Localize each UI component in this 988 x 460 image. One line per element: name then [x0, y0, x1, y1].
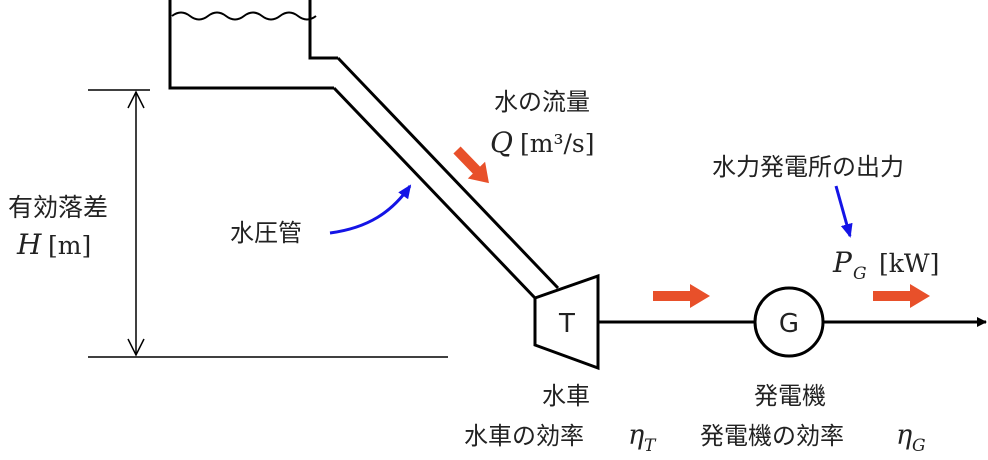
flow-unit: [m³/s]	[520, 129, 595, 158]
turbine-efficiency: 水車の効率 η T	[464, 420, 657, 456]
penstock-pointer-arrow	[329, 184, 412, 235]
turbine-efficiency-symbol: η	[628, 420, 644, 451]
head-arrow-up	[127, 90, 145, 109]
flow-direction-arrow	[453, 146, 489, 184]
turbine-symbol: T	[558, 309, 575, 339]
output-symbol-group: P G [kW]	[832, 246, 939, 284]
penstock-lower-wall	[332, 86, 537, 300]
head-dimension	[88, 89, 448, 358]
generator-efficiency-sub: G	[912, 436, 926, 456]
head-symbol-group: H [m]	[16, 228, 91, 261]
flow-symbol-group: Q [m³/s]	[490, 126, 595, 159]
water-surface-wave	[171, 11, 317, 21]
penstock-label: 水圧管	[230, 219, 302, 247]
turbine-efficiency-sub: T	[644, 436, 657, 456]
output-label: 水力発電所の出力	[712, 153, 904, 181]
power-arrow-turbine-to-generator	[653, 284, 710, 308]
generator-efficiency-symbol: η	[896, 420, 912, 451]
head-arrow-down	[127, 338, 145, 357]
flow-label: 水の流量	[494, 88, 590, 116]
head-unit: [m]	[48, 231, 91, 260]
turbine-body	[533, 273, 600, 371]
reservoir-left-wall	[168, 0, 334, 90]
penstock	[332, 56, 560, 300]
reservoir	[168, 0, 338, 90]
output-symbol-sub: G	[853, 264, 867, 284]
output-pointer-arrow	[834, 185, 853, 238]
generator-efficiency: 発電機の効率 η G	[700, 420, 926, 456]
reservoir-right-wall	[308, 0, 338, 60]
flow-symbol: Q	[490, 126, 513, 159]
generator-efficiency-label: 発電機の効率	[700, 422, 844, 450]
generator-symbol: G	[779, 309, 799, 339]
head-symbol: H	[16, 228, 42, 261]
output-symbol: P	[832, 246, 853, 279]
output-unit: [kW]	[879, 249, 939, 278]
head-label: 有効落差	[8, 193, 108, 222]
power-arrow-output	[873, 284, 930, 308]
penstock-upper-wall	[336, 56, 560, 290]
turbine-efficiency-label: 水車の効率	[464, 422, 584, 450]
generator-label: 発電機	[754, 382, 826, 410]
turbine-label: 水車	[542, 382, 590, 410]
